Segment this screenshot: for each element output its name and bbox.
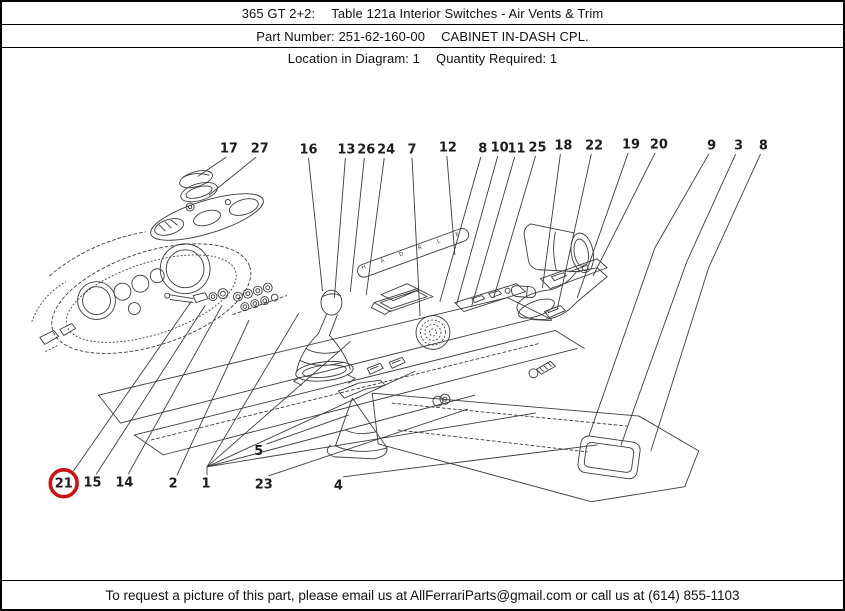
callout-22: 22 — [585, 138, 603, 153]
callout-17: 17 — [220, 141, 238, 156]
model-name: 365 GT 2+2: — [241, 5, 316, 21]
leader-line-13 — [333, 157, 346, 299]
leader-line-17 — [197, 156, 227, 177]
leader-line-8 — [650, 153, 761, 452]
location-bar: Location in Diagram: 1 Quantity Required… — [2, 48, 843, 70]
dash-top-parts-sketch — [150, 170, 264, 241]
part-name: CABINET IN-DASH CPL. — [441, 28, 589, 44]
callout-15: 15 — [84, 476, 102, 491]
strip-letter: H — [361, 264, 367, 271]
callout-5: 5 — [254, 444, 263, 459]
lettered-strip-sketch — [357, 228, 470, 278]
part-number: Part Number: 251-62-160-00 — [256, 28, 426, 44]
strip-letter: L — [436, 238, 442, 245]
callout-3: 3 — [734, 138, 743, 153]
leader-line-25 — [493, 155, 536, 299]
leader-line-4 — [342, 444, 598, 478]
leader-line-27 — [208, 156, 257, 196]
fan-leader-line — [206, 394, 476, 468]
leader-line-2 — [176, 320, 250, 476]
callout-8: 8 — [759, 138, 768, 153]
leader-line-5 — [266, 414, 349, 445]
leader-line-24 — [365, 157, 385, 296]
fan-leader-line — [206, 412, 536, 468]
contact-text: To request a picture of this part, pleas… — [105, 587, 740, 603]
air-funnel-sketch — [516, 267, 608, 320]
ashtray-sketch — [370, 283, 434, 315]
callout-14: 14 — [115, 476, 133, 491]
callout-7: 7 — [408, 142, 417, 157]
leader-line-18 — [541, 153, 561, 289]
parts-diagram: 1727161326247128101125182219209382115142… — [31, 137, 768, 503]
leader-line-10 — [456, 155, 499, 305]
callout-8: 8 — [478, 141, 487, 156]
callout-27: 27 — [251, 141, 269, 156]
strip-letter: D — [398, 251, 404, 258]
leader-line-16 — [308, 157, 323, 292]
screw-sketch — [528, 360, 556, 379]
callout-1: 1 — [202, 477, 211, 492]
instrument-cluster-sketch — [31, 231, 288, 354]
part-number-bar: Part Number: 251-62-160-00 CABINET IN-DA… — [2, 26, 843, 48]
gear-lever-sketch — [293, 289, 356, 386]
callout-23: 23 — [255, 478, 273, 493]
title-bar: 365 GT 2+2: Table 121a Interior Switches… — [2, 2, 843, 25]
callout-10: 10 — [491, 140, 509, 155]
diagram-location: Location in Diagram: 1 — [287, 51, 421, 66]
leader-line-23 — [268, 408, 469, 477]
callout-16: 16 — [300, 142, 318, 157]
leader-line-12 — [446, 155, 456, 256]
leader-line-8 — [439, 156, 482, 303]
leader-line-14 — [127, 305, 223, 475]
switch-plates-sketch — [454, 258, 608, 318]
callout-11: 11 — [508, 141, 526, 156]
callout-13: 13 — [337, 142, 355, 157]
leader-line-22 — [556, 153, 592, 310]
air-hose-sketch — [510, 223, 595, 299]
console-body-sketch — [98, 297, 700, 503]
callout-20: 20 — [650, 137, 668, 152]
strip-letter: E — [455, 231, 461, 238]
fan-leader-line — [206, 340, 351, 468]
callout-19: 19 — [622, 137, 640, 152]
leader-line-26 — [349, 157, 365, 293]
highlight-circle — [48, 468, 79, 499]
callout-26: 26 — [357, 142, 375, 157]
quantity-required: Quantity Required: 1 — [436, 51, 558, 66]
leader-line-11 — [471, 156, 516, 307]
callout-24: 24 — [377, 142, 395, 157]
callout-18: 18 — [554, 138, 572, 153]
fan-leader-line — [206, 313, 300, 468]
callout-2: 2 — [169, 477, 178, 492]
leader-line-9 — [588, 153, 710, 436]
callout-4: 4 — [334, 479, 343, 494]
table-title: Table 121a Interior Switches - Air Vents… — [331, 5, 604, 21]
leader-line-21 — [73, 301, 192, 472]
leader-line-19 — [576, 152, 629, 299]
fan-leader-line — [206, 370, 416, 468]
contact-footer: To request a picture of this part, pleas… — [2, 580, 843, 609]
callout-21: 21 — [55, 477, 73, 492]
leader-line-15 — [96, 305, 206, 475]
leader-line-20 — [592, 152, 656, 277]
leader-line-7 — [411, 157, 421, 316]
strip-letter: R — [417, 245, 423, 252]
callout-12: 12 — [439, 140, 457, 155]
callout-25: 25 — [528, 140, 546, 155]
strip-letter: A — [380, 258, 386, 265]
leader-line-3 — [620, 153, 736, 446]
callout-9: 9 — [707, 138, 716, 153]
